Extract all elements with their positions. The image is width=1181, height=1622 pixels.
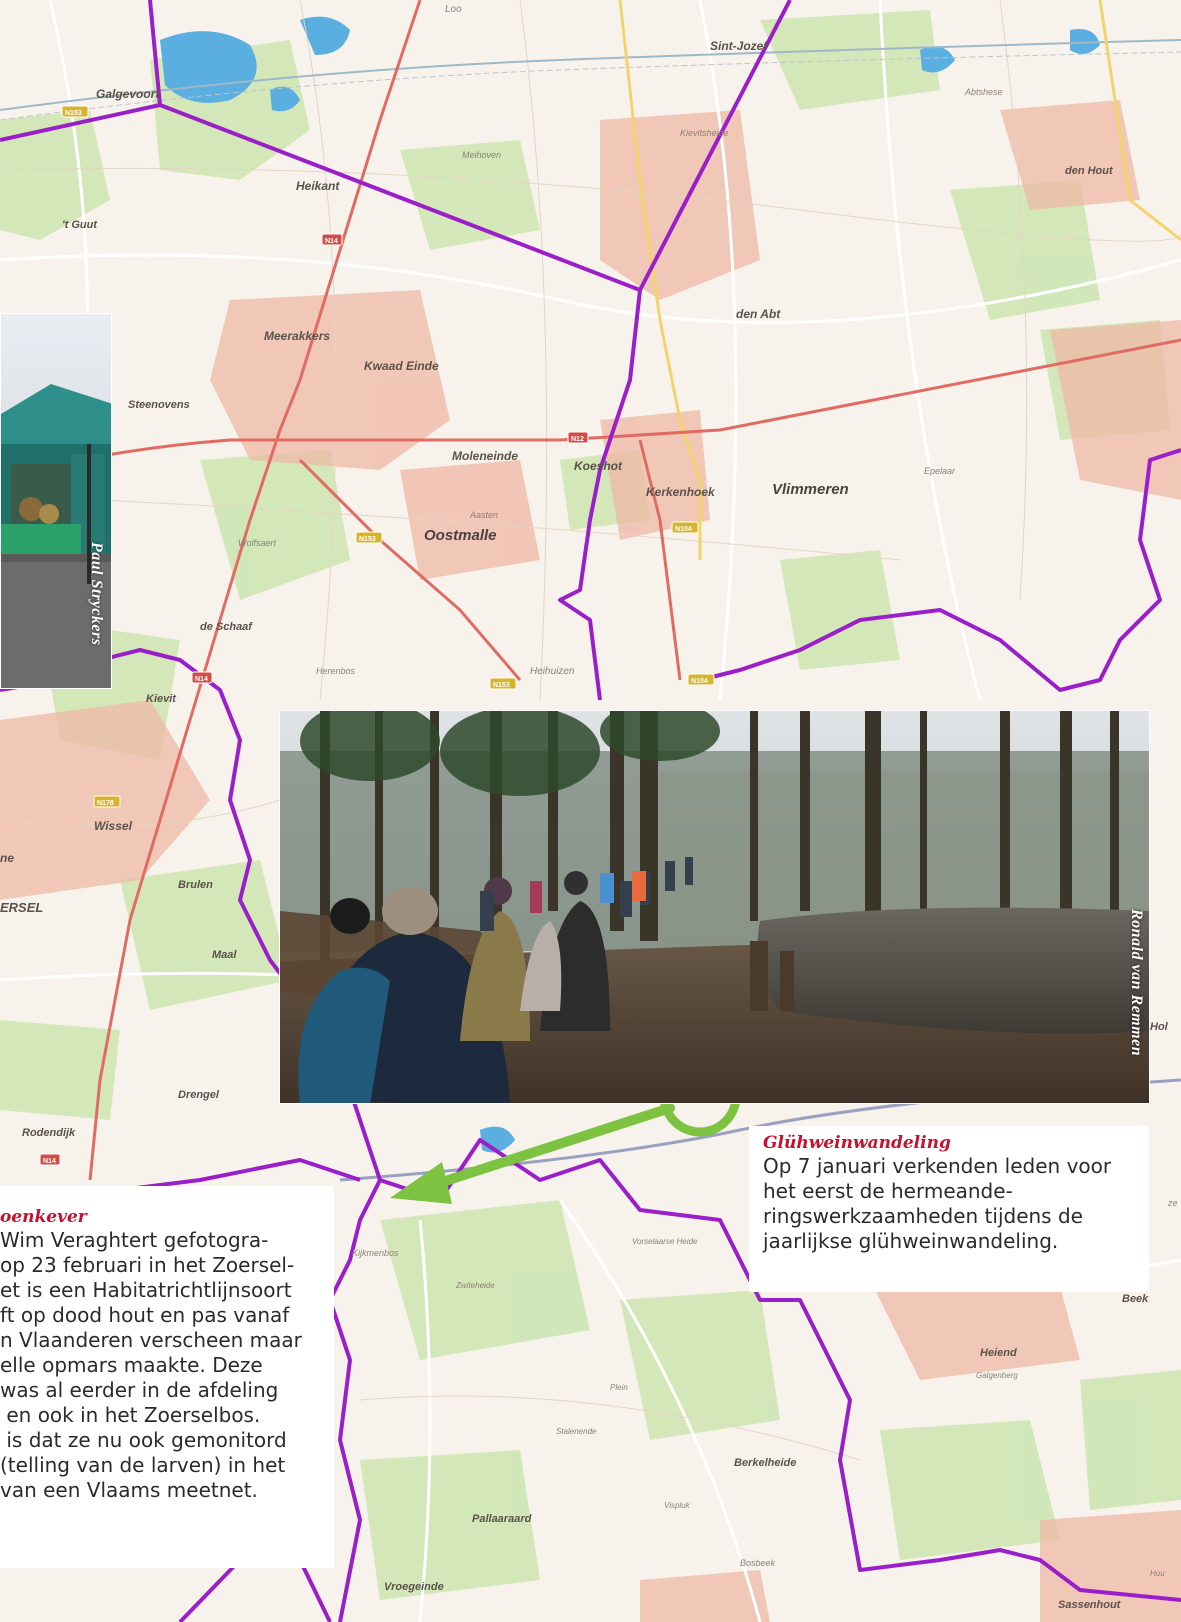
market-photo: Paul Stryckers xyxy=(0,313,112,689)
label-drengel: Drengel xyxy=(178,1089,220,1101)
label-berkelheide: Berkelheide xyxy=(734,1457,796,1469)
yellow-road xyxy=(618,0,702,560)
label-rodendijk: Rodendijk xyxy=(22,1127,76,1139)
label-de-schaaf: de Schaaf xyxy=(200,621,253,633)
label-hol-fragment: Hol xyxy=(1150,1021,1169,1033)
road-label-n153: N153 xyxy=(65,110,82,117)
label-vroegeinde: Vroegeinde xyxy=(384,1581,444,1593)
label-sint-jozef: Sint-Jozef xyxy=(710,39,768,53)
label-vispluk: Vispluk xyxy=(664,1501,691,1510)
label-kerkenhoek: Kerkenhoek xyxy=(646,485,716,499)
road-label-n104: N104 xyxy=(675,526,692,533)
label-sassenhout: Sassenhout xyxy=(1058,1599,1122,1611)
road-label-n14-a: N14 xyxy=(325,238,338,245)
label-meihoven: Meihoven xyxy=(462,150,501,160)
label-oostmalle: Oostmalle xyxy=(424,527,497,544)
label-den-abt: den Abt xyxy=(736,307,781,321)
field-paths xyxy=(0,0,1181,1461)
gluhwein-caption-body: Op 7 januari verkenden leden voor het ee… xyxy=(763,1154,1112,1253)
label-galgenberg: Galgenberg xyxy=(976,1371,1018,1380)
beetle-line: was al eerder in de afdeling xyxy=(0,1378,279,1402)
label-kijkmenbos: Kijkmenbos xyxy=(352,1248,399,1258)
road-label-n178: N178 xyxy=(97,800,114,807)
label-zwiteheide: Zwiteheide xyxy=(455,1281,495,1290)
canal xyxy=(0,39,1181,111)
label-steenovens: Steenovens xyxy=(128,399,190,411)
label-ne-fragment: ne xyxy=(0,851,14,865)
label-zoersel-fragment: ERSEL xyxy=(0,900,43,915)
hiker-group xyxy=(298,857,693,1103)
forest-walk-photo: Ronald van Remmen xyxy=(279,710,1150,1104)
label-wolfsaert: Wolfsaert xyxy=(238,538,277,548)
label-ze-fragment: ze xyxy=(1167,1198,1178,1208)
label-t-guut: 't Guut xyxy=(62,219,98,231)
beetle-line: is dat ze nu ook gemonitord xyxy=(0,1428,287,1452)
label-pallaaraard: Pallaaraard xyxy=(472,1513,532,1525)
beetle-caption: oenkever Wim Veraghtert gefotogra- op 23… xyxy=(0,1186,334,1568)
beetle-line: van een Vlaams meetnet. xyxy=(0,1478,258,1502)
beetle-line: en ook in het Zoerselbos. xyxy=(0,1403,261,1427)
photo-credit-forest: Ronald van Remmen xyxy=(1128,909,1145,1057)
label-stalenende: Stalenende xyxy=(556,1427,597,1436)
label-loo: Loo xyxy=(445,4,462,15)
gluhwein-caption-title: Glühweinwandeling xyxy=(763,1133,951,1153)
beetle-line: ft op dood hout en pas vanaf xyxy=(0,1303,290,1327)
label-kwaad-einde: Kwaad Einde xyxy=(364,359,439,373)
label-hou-fragment: Hou xyxy=(1150,1569,1165,1578)
label-epelaar: Epelaar xyxy=(924,466,956,476)
label-den-hout: den Hout xyxy=(1065,165,1114,177)
label-aasten: Aasten xyxy=(469,510,498,520)
label-galgevoort: Galgevoort xyxy=(96,87,160,101)
label-bosbeek: Bosbeek xyxy=(740,1558,776,1568)
label-heiend: Heiend xyxy=(980,1347,1017,1359)
gluhwein-caption: Glühweinwandeling Op 7 januari verkenden… xyxy=(749,1126,1149,1292)
label-plein: Plein xyxy=(610,1383,628,1392)
label-abtshese: Abtshese xyxy=(964,87,1003,97)
label-beek: Beek xyxy=(1122,1293,1149,1305)
beetle-caption-body: Wim Veraghtert gefotogra- op 23 februari… xyxy=(0,1228,334,1503)
label-heihuizen: Heihuizen xyxy=(530,666,575,677)
beetle-line: n Vlaanderen verscheen maar xyxy=(0,1328,302,1352)
road-label-n153-c: N153 xyxy=(493,682,510,689)
label-kievitsheide: Kievitsheide xyxy=(680,128,729,138)
label-herenbos: Herenbos xyxy=(316,666,356,676)
label-wissel: Wissel xyxy=(94,819,133,833)
road-label-n12: N12 xyxy=(571,436,584,443)
label-moleneinde: Moleneinde xyxy=(452,449,518,463)
beetle-line: et is een Habitatrichtlijnsoort xyxy=(0,1278,292,1302)
beetle-line: elle opmars maakte. Deze xyxy=(0,1353,263,1377)
beetle-line: Wim Veraghtert gefotogra- xyxy=(0,1228,269,1252)
label-kievit: Kievit xyxy=(146,693,177,705)
photo-credit-market: Paul Stryckers xyxy=(88,542,105,646)
label-vlimmeren: Vlimmeren xyxy=(772,481,849,498)
road-label-n104-b: N104 xyxy=(691,678,708,685)
road-label-n14-c: N14 xyxy=(43,1158,56,1165)
road-label-n14-b: N14 xyxy=(195,676,208,683)
label-maal: Maal xyxy=(212,949,237,961)
label-heikant: Heikant xyxy=(296,179,340,193)
label-koeshot: Koeshot xyxy=(574,459,623,473)
beetle-line: op 23 februari in het Zoersel- xyxy=(0,1253,295,1277)
label-brulen: Brulen xyxy=(178,879,213,891)
road-label-n153-b: N153 xyxy=(359,536,376,543)
label-meerakkers: Meerakkers xyxy=(264,329,330,343)
label-vorselaarse-heide: Vorselaarse Heide xyxy=(632,1237,698,1246)
beetle-line: (telling van de larven) in het xyxy=(0,1453,286,1477)
railway xyxy=(0,51,1181,121)
beetle-caption-title: oenkever xyxy=(0,1207,87,1227)
